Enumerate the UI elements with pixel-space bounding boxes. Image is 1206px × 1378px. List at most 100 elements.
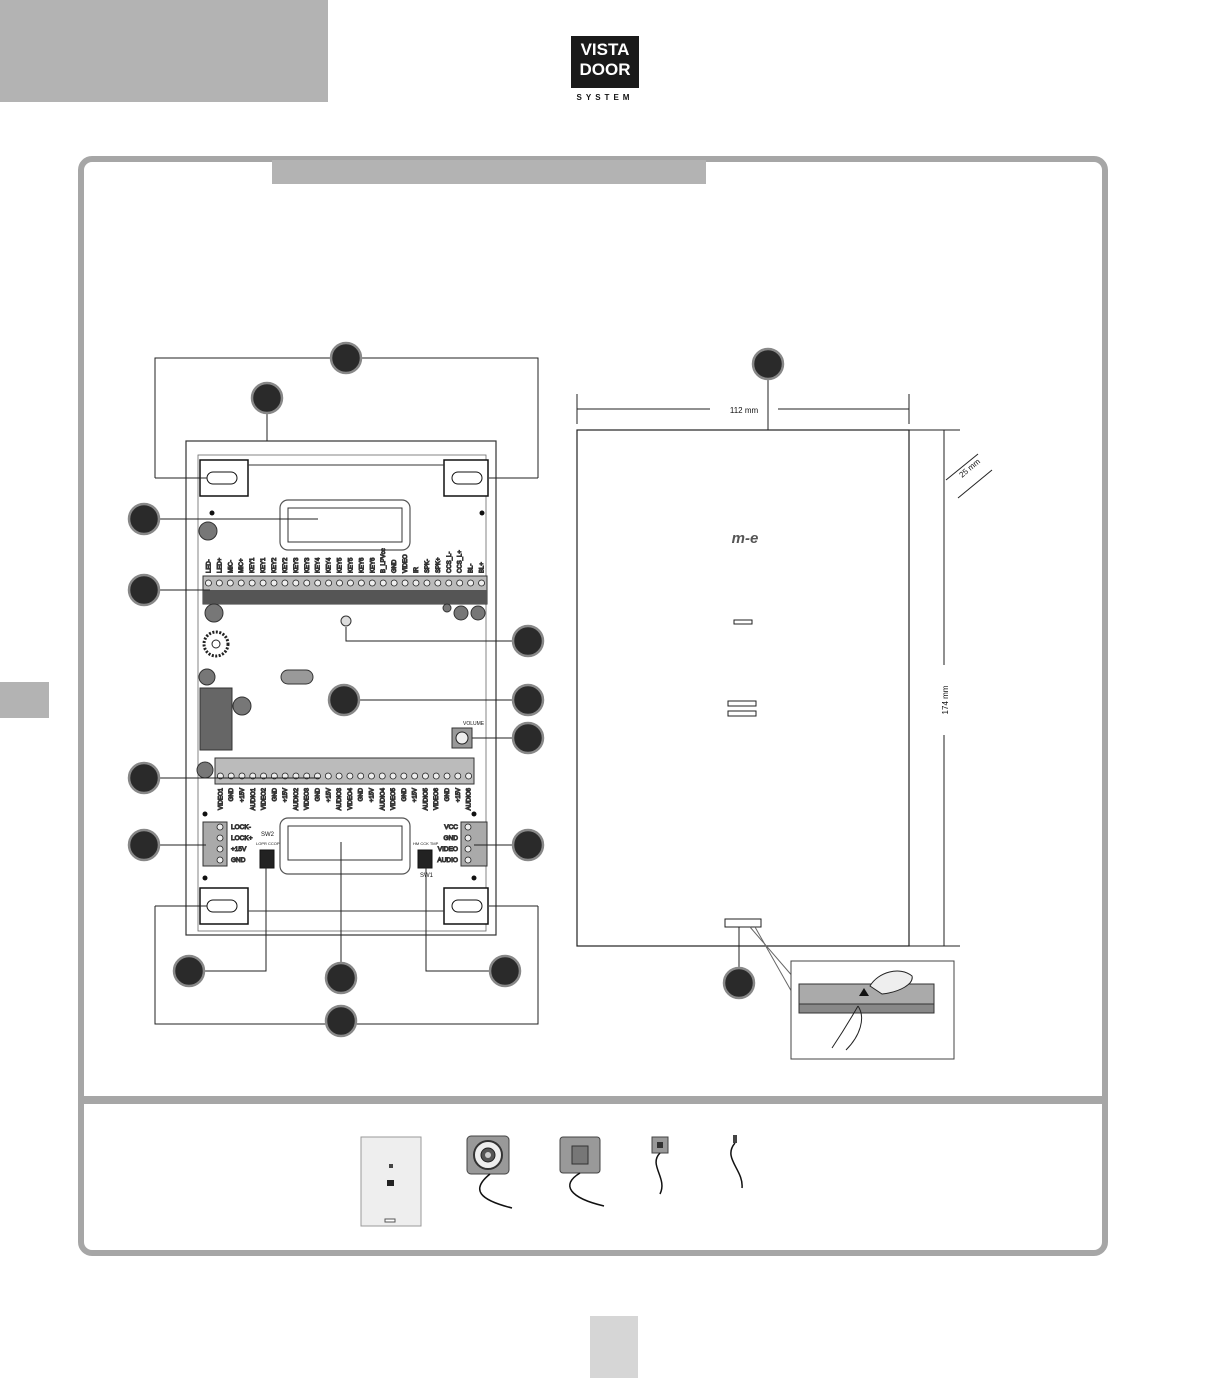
top-terminal-lower [203,590,487,604]
terminal-screw [432,772,440,780]
sw1-sub-label: HM CCK TMP [413,841,439,846]
lower-display-inner [287,825,403,861]
top-terminal-screws [205,579,485,587]
right-terminal-screws [464,823,472,864]
terminal-screw [215,579,223,587]
volume-knob-dial[interactable] [455,731,469,745]
terminal-screw [205,579,212,587]
terminal-label: B_LPVcc [381,548,387,573]
terminal-label: KEY6 [370,557,376,573]
component-round-1 [198,521,218,541]
terminal-screw [237,579,245,587]
terminal-screw [390,579,398,587]
board-callouts [127,341,545,1038]
terminal-screw [464,823,472,831]
terminal-screw [464,856,472,864]
terminal-screw [216,834,224,842]
terminal-label: MIC- [228,560,234,573]
terminal-label: AUDIO4 [380,787,386,810]
terminal-screw [226,579,234,587]
part-faceplate [360,1136,422,1227]
terminal-screw [465,772,473,780]
terminal-label: AUDIO1 [251,787,257,810]
board-dot-br [471,875,477,881]
terminal-label: BL- [469,564,475,573]
terminal-screw [445,579,453,587]
faceplate-drawing [576,380,993,1060]
terminal-label: VIDEO1 [218,787,224,810]
callout-volume [511,721,545,755]
terminal-screw [423,579,431,587]
terminal-label: KEY1 [261,557,267,573]
callout-lower-window [324,961,358,995]
terminal-label: VCC [444,824,458,831]
led-indicator [340,615,352,627]
board-dot-ml [202,811,208,817]
terminal-label: GND [272,787,278,801]
terminal-screw [346,772,354,780]
logo-subtitle: SYSTEM [576,93,634,102]
terminal-screw [347,579,354,587]
terminal-screw [314,579,322,587]
terminal-label: AUDIO3 [337,787,343,810]
callout-frame [250,381,284,415]
component-round-3 [453,605,469,621]
depth-dim-b [957,469,993,499]
callout-faceplate-bottom [722,966,756,1000]
slot-top-right [451,471,483,485]
terminal-label: KEY6 [359,557,365,573]
terminal-label: +15V [413,788,419,802]
terminal-screw [464,845,472,853]
terminal-screw [456,579,464,587]
terminal-label: LOCK- [231,824,251,831]
terminal-screw [368,579,376,587]
callout-mount-top [329,341,363,375]
terminal-label: +15V [326,788,332,802]
inset-arrow [859,988,869,996]
terminal-screw [379,579,387,587]
component-round-4 [470,605,486,621]
sw2-label: SW2 [261,832,275,838]
slot-bottom-right [451,899,483,913]
callout-top-terminal [127,573,161,607]
depth-dim-a [945,453,979,481]
faceplate-slot-2b [727,710,757,717]
faceplate-brand-mark: m-e [732,530,759,547]
terminal-screw [378,772,386,780]
left-terminal-screws [216,823,224,864]
component-round-6 [198,668,216,686]
terminal-label: VIDEO3 [305,787,311,810]
terminal-label: GND [231,857,246,864]
part-speaker-module [559,1136,605,1207]
terminal-label: AUDIO2 [294,787,300,810]
callout-led [511,624,545,658]
terminal-label: LED+ [217,557,223,573]
sw1-dip-switch[interactable] [417,849,433,869]
left-terminal-block [202,821,228,867]
callout-right-terminal [511,828,545,862]
callout-board-center [327,683,361,717]
page-number-tab [590,1316,638,1378]
part-led-cable [730,1135,743,1189]
terminal-label: VIDEO [438,846,458,853]
terminal-label: KEY2 [272,557,278,573]
inset-hand-top [869,970,913,995]
terminal-screw [357,579,365,587]
terminal-screw [292,579,300,587]
volume-label: VOLUME [463,721,485,727]
slot-top-left [206,471,238,485]
block-component [199,687,233,751]
callout-upper-window [127,502,161,536]
callout-mount-bottom [324,1004,358,1038]
terminal-label: KEY4 [327,557,333,573]
terminal-screw [270,579,278,587]
terminal-label: +15V [456,788,462,802]
terminal-screw [434,579,442,587]
sw2-dip-switch[interactable] [259,849,275,869]
terminal-screw [464,834,472,842]
board-dot-tr [479,510,485,516]
terminal-screw [248,579,256,587]
terminal-screw [216,823,224,831]
